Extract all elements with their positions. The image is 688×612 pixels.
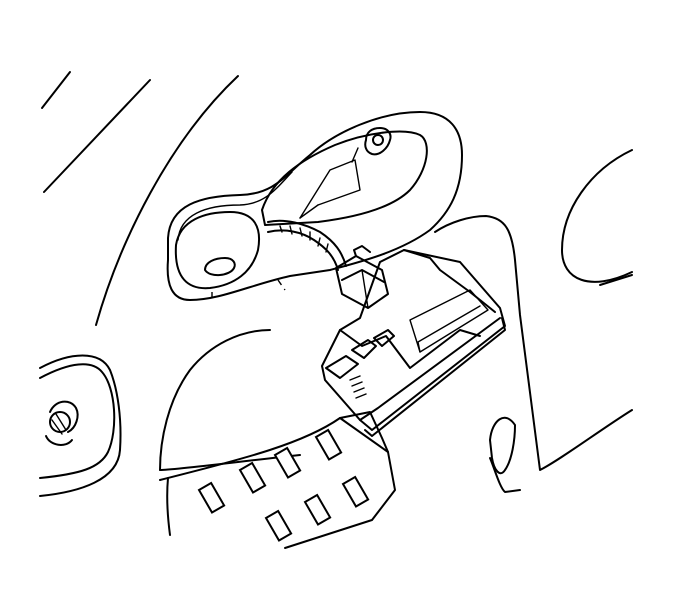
retaining-clip xyxy=(489,416,516,475)
wiring-harness xyxy=(267,219,347,271)
dome-lamp-assembly xyxy=(321,249,506,437)
headliner-grille xyxy=(159,411,396,549)
left-opening-slot xyxy=(204,257,236,276)
panel-contour-lines xyxy=(41,71,239,326)
electrical-connector xyxy=(335,245,389,309)
trim-panel xyxy=(159,215,633,536)
lamp-housing-bezel xyxy=(166,111,463,301)
right-panel-recess xyxy=(561,149,633,286)
mounting-stud xyxy=(364,127,392,156)
pushpin-fastener xyxy=(39,354,122,497)
